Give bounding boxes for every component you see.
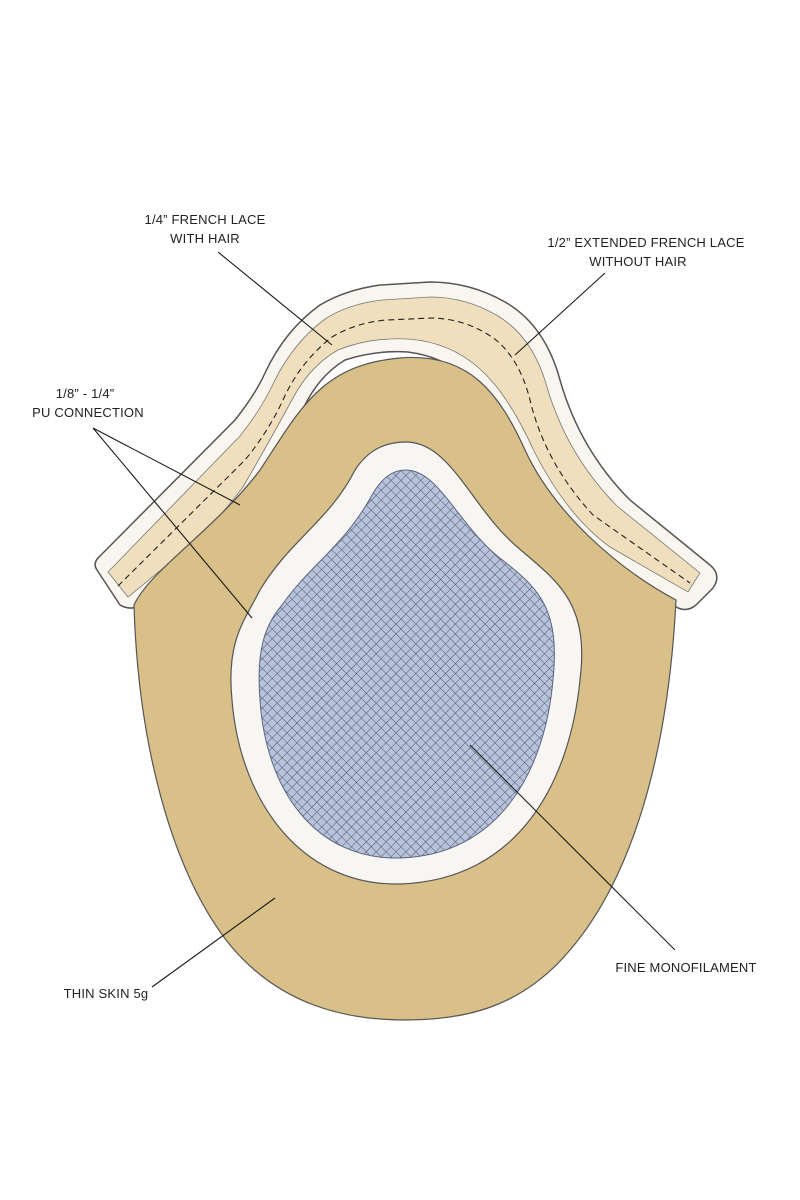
lace-stitch-line xyxy=(117,317,691,587)
label-french-lace-line2: WITH HAIR xyxy=(170,231,240,246)
label-pu-connection-line2: PU CONNECTION xyxy=(32,405,144,420)
label-extended-lace-line1: 1/2” EXTENDED FRENCH LACE xyxy=(547,235,744,250)
label-pu-connection-line1: 1/8” - 1/4” xyxy=(56,386,115,401)
label-fine-monofilament: FINE MONOFILAMENT xyxy=(615,960,756,975)
leader-line-thin-skin xyxy=(151,897,276,988)
leader-line-french-lace xyxy=(217,251,333,346)
label-french-lace-line1: 1/4” FRENCH LACE xyxy=(145,212,266,227)
leader-line-extended-lace xyxy=(514,272,606,356)
label-extended-lace-line2: WITHOUT HAIR xyxy=(589,254,687,269)
leader-line-pu-connection-lower xyxy=(92,427,253,619)
label-thin-skin: THIN SKIN 5g xyxy=(64,986,149,1001)
leader-line-fine-mono xyxy=(469,744,676,951)
fine-monofilament-region xyxy=(258,469,555,859)
leader-line-pu-connection-upper xyxy=(92,427,241,506)
french-lace-region xyxy=(107,296,701,598)
